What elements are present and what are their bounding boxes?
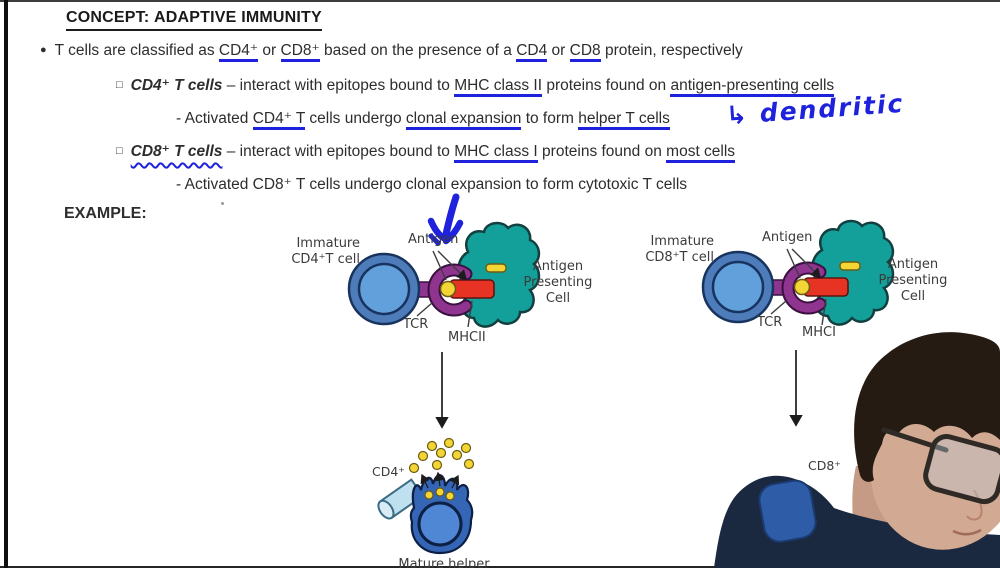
presenter-hair — [854, 332, 1000, 482]
mhc-class-i-underlined: MHC class I — [454, 143, 538, 163]
cd8-activation-note: - Activated CD8⁺ T cells undergo clonal … — [176, 175, 687, 194]
bullet-text: or — [547, 42, 570, 59]
bullet-icon: ● — [40, 44, 47, 56]
cd4-tcell-definition: □ CD4⁺ T cells – interact with epitopes b… — [116, 76, 835, 97]
tcr-shape — [783, 263, 825, 313]
mhci-molecule-shape — [803, 277, 849, 297]
cd4-tcr-label: TCR — [403, 317, 429, 332]
cd8-term: CD8⁺ T cells — [130, 143, 223, 160]
concept-title: ADAPTIVE IMMUNITY — [154, 9, 322, 26]
label-line: Immature — [296, 236, 360, 251]
label-pointer-lines — [416, 250, 473, 328]
mature-helper-cell-shape — [377, 437, 475, 555]
label-line: CD8⁺T cell — [645, 250, 714, 265]
cd8-mature-cd-label: CD8⁺ — [808, 458, 841, 473]
antigen-fragment-icon — [485, 263, 507, 273]
frame-top-border — [0, 0, 1000, 2]
label-line: Cell — [900, 289, 926, 304]
label-line: CD4⁺T cell — [291, 252, 360, 267]
occluded-cell-shape — [758, 479, 817, 543]
label-line: Immature — [650, 234, 714, 249]
cd8-mhci-label: MHCI — [802, 325, 836, 340]
most-cells-underlined: most cells — [666, 143, 736, 163]
secreted-cytokine-dots — [408, 437, 475, 501]
cd4-protein-underlined: CD4 — [516, 42, 548, 62]
cd4-mature-cd-label: CD4⁺ — [372, 464, 405, 479]
cd4-interaction-diagram — [347, 221, 541, 555]
bullet-text: or — [258, 42, 281, 59]
note-text: cells undergo — [305, 110, 406, 127]
presenter-lips — [952, 528, 982, 536]
frame-bottom-border — [0, 566, 1000, 568]
label-line: Presenting — [878, 273, 948, 288]
cd4-apc-cell-shape — [457, 221, 541, 328]
clonal-expansion-underlined: clonal expansion — [405, 110, 522, 130]
mhc-class-ii-underlined: MHC class II — [454, 77, 543, 97]
webcam-presenter — [714, 332, 1000, 568]
concept-label: CONCEPT: — [66, 9, 150, 26]
note-text: - Activated CD8⁺ T cells undergo clonal … — [176, 176, 688, 193]
label-line: Presenting — [523, 275, 593, 290]
secretion-arrows — [420, 471, 460, 489]
mature-cell-nucleus — [417, 501, 463, 547]
cd4-underlined: CD4⁺ — [218, 42, 259, 62]
bullet-text: T cells are classified as — [54, 42, 219, 59]
concept-heading: CONCEPT: ADAPTIVE IMMUNITY — [66, 9, 322, 31]
definition-text: proteins found on — [542, 77, 671, 94]
bullet-text: protein, respectively — [600, 42, 743, 59]
cd8-tcell-definition: □ CD8⁺ T cells – interact with epitopes b… — [116, 142, 736, 163]
cd8-apc-cell-shape — [811, 219, 895, 326]
cd4-tcell-nucleus — [357, 262, 411, 316]
bullet-text: based on the presence of a — [319, 42, 517, 59]
cd8-tcr-label: TCR — [757, 315, 783, 330]
handdrawn-down-arrow-icon — [427, 193, 464, 246]
cd4-t-underlined: CD4⁺ T — [252, 110, 306, 130]
antigen-fragment-icon — [839, 261, 861, 271]
label-pointer-lines — [770, 248, 827, 326]
label-line: Cell — [545, 291, 571, 306]
antigen-epitope-icon — [793, 278, 811, 296]
mhcii-molecule-shape — [449, 279, 495, 299]
cd4-term: CD4⁺ T cells — [130, 77, 223, 94]
cd8-protein-underlined: CD8 — [569, 42, 601, 62]
cd4-antigen-label: Antigen — [408, 232, 459, 247]
definition-text: proteins found on — [537, 143, 667, 160]
cd8-interaction-diagram — [701, 219, 895, 427]
cd4-activation-note: - Activated CD4⁺ T cells undergo clonal … — [176, 109, 670, 130]
helper-tcells-underlined: helper T cells — [578, 110, 670, 130]
page-edge-line — [4, 0, 8, 568]
label-line: Antigen — [532, 259, 584, 274]
square-bullet-icon: □ — [116, 79, 123, 91]
label-line: Antigen — [887, 257, 939, 272]
cd8-tcell-nucleus — [711, 260, 765, 314]
note-text: to form — [521, 110, 579, 127]
note-text: - Activated — [176, 110, 253, 127]
cd4-mhcii-label: MHCII — [448, 330, 486, 345]
example-label: EXAMPLE: — [64, 205, 147, 222]
tcr-shape — [429, 265, 471, 315]
definition-text: – interact with epitopes bound to — [222, 77, 455, 94]
definition-text: – interact with epitopes bound to — [222, 143, 455, 160]
stray-mark — [221, 202, 224, 205]
antigen-epitope-icon — [439, 280, 457, 298]
cd4-mature-caption: Mature helper — [398, 557, 490, 568]
apc-underlined: antigen-presenting cells — [670, 77, 835, 97]
square-bullet-icon: □ — [116, 145, 123, 157]
cd8-underlined: CD8⁺ — [280, 42, 320, 62]
tcell-classification-bullet: ●T cells are classified as CD4⁺ or CD8⁺ … — [40, 41, 743, 62]
presenter-glasses — [881, 427, 1000, 505]
cd8-antigen-label: Antigen — [762, 230, 813, 245]
